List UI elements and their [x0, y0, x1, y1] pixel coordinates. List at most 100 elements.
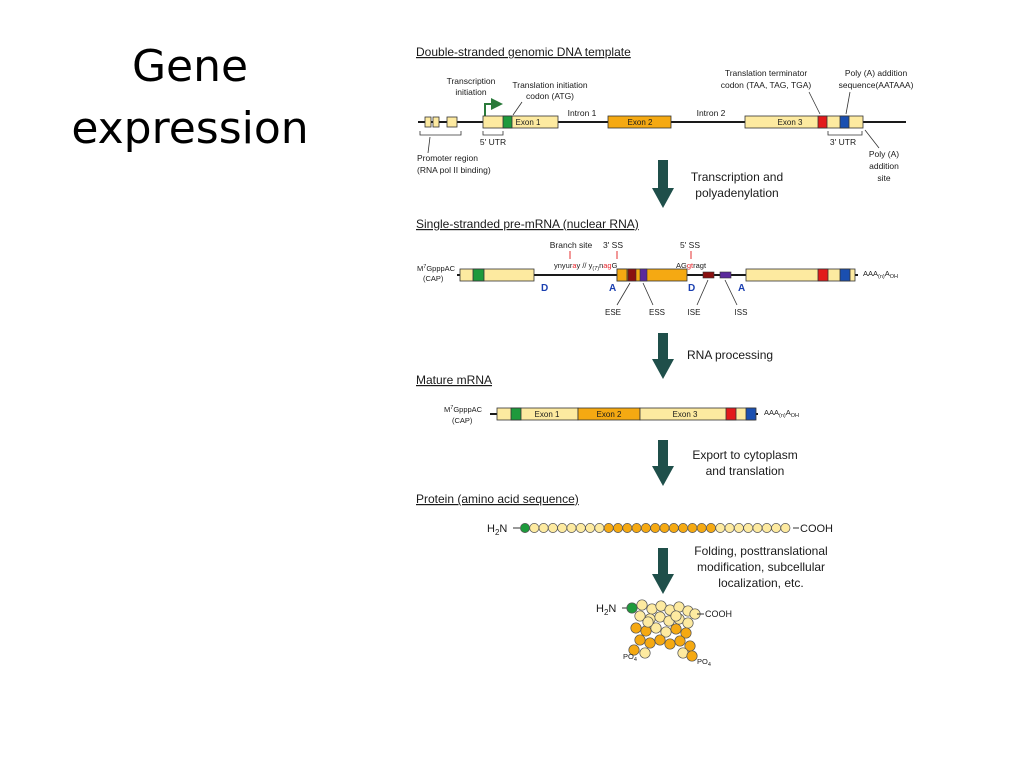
step-2-label: RNA processing: [687, 348, 773, 362]
mature-cap-label: (CAP): [452, 416, 473, 425]
step-3-label-2: and translation: [706, 464, 785, 478]
step-arrow-1-icon: [652, 160, 674, 208]
folded-residue: [650, 622, 662, 634]
folded-residue: [664, 638, 676, 650]
section-title-premrna: Single-stranded pre-mRNA (nuclear RNA): [416, 217, 639, 231]
amino-acid-residue: [743, 523, 754, 533]
promoter-box-1: [424, 116, 432, 128]
dna-exon-1: [482, 115, 559, 129]
n-terminal-residue: [520, 523, 530, 533]
label-5ss: 5' SS: [680, 240, 700, 250]
dna-stop-codon-box: [817, 115, 828, 129]
amino-acid-residue: [529, 523, 540, 533]
amino-acid-residue: [668, 523, 679, 533]
promoter-box-2: [432, 116, 440, 128]
folded-residue: [639, 647, 651, 659]
amino-acid-residue: [696, 523, 707, 533]
step-1-label-1: Transcription and: [691, 170, 783, 184]
dna-polya-signal-box: [839, 115, 850, 129]
transcription-start-arrow-icon: [484, 98, 503, 116]
folded-residue: [640, 625, 652, 637]
iss-box: [719, 271, 732, 279]
section-title-dna: Double-stranded genomic DNA template: [416, 45, 631, 59]
folded-protein: [626, 599, 701, 662]
pointer-polya-seq: [845, 91, 851, 115]
amino-acid-residue: [650, 523, 661, 533]
amino-acid-residue: [733, 523, 744, 533]
premrna-stop-box: [817, 268, 829, 282]
label-ise: ISE: [688, 308, 701, 317]
pointer-iss: [724, 279, 738, 306]
amino-acid-residue: [557, 523, 568, 533]
premrna-polya-box: [839, 268, 851, 282]
mature-exon-1-label: Exon 1: [535, 410, 560, 419]
amino-acid-residue: [547, 523, 558, 533]
step-1-label-2: polyadenylation: [695, 186, 778, 200]
acceptor-label-2: A: [738, 283, 745, 294]
amino-acid-residue: [706, 523, 716, 533]
label-utr3: 3' UTR: [830, 137, 856, 147]
ise-box: [702, 271, 715, 279]
mature-exon-3: [639, 407, 756, 421]
folded-residue: [630, 622, 642, 634]
folded-residue: [686, 650, 698, 662]
folded-residue: [670, 623, 682, 635]
label-polya-site-1: Poly (A): [869, 149, 899, 159]
amino-acid-residue: [715, 523, 726, 533]
label-iss: ISS: [735, 308, 748, 317]
amino-acid-residue: [659, 523, 670, 533]
folded-residue: [644, 637, 656, 649]
donor-label-2: D: [688, 283, 695, 294]
protein-h2n: H2N: [487, 523, 507, 537]
pointer-terminator: [808, 91, 821, 115]
label-utr5: 5' UTR: [480, 137, 506, 147]
section-title-mature: Mature mRNA: [416, 373, 492, 387]
amino-acid-residue: [724, 523, 735, 533]
premrna-polya-tail: AAA(n)AOH: [863, 269, 898, 280]
folded-po4-left: PO4: [623, 652, 637, 663]
amino-acid-residue: [780, 523, 791, 533]
slide-title: Gene expression: [40, 36, 340, 160]
premrna-exon-3: [745, 268, 856, 282]
label-transcription-initiation-2: initiation: [455, 87, 486, 97]
folded-residue: [628, 644, 640, 656]
amino-acid-residue: [603, 523, 614, 533]
label-polya-site-2: addition: [869, 161, 899, 171]
premrna-cap: M7GpppAC: [417, 264, 456, 273]
label-promoter-2: (RNA pol II binding): [417, 165, 491, 175]
mature-exon-3-label: Exon 3: [673, 410, 698, 419]
amino-acid-residue: [613, 523, 623, 533]
amino-acid-residue: [631, 523, 642, 533]
folded-residue: [634, 610, 646, 622]
folded-residue: [682, 617, 694, 629]
step-arrow-2-icon: [652, 333, 674, 379]
label-ess: ESS: [649, 308, 665, 317]
folded-n-terminal-residue: [626, 602, 638, 614]
mature-stop-box: [725, 407, 737, 421]
dna-exon-2: [607, 115, 672, 129]
label-translation-initiation-1: Translation initiation: [512, 80, 588, 90]
amino-acid-residue: [575, 523, 586, 533]
mature-polya-box: [745, 407, 757, 421]
premrna-exon-1: [459, 268, 535, 282]
section-title-protein: Protein (amino acid sequence): [416, 492, 579, 506]
step-3-label-1: Export to cytoplasm: [692, 448, 797, 462]
mature-cap: M7GpppAC: [444, 405, 483, 414]
pointer-promoter: [427, 136, 431, 154]
mature-polya-tail: AAA(n)AOH: [764, 408, 799, 419]
amino-acid-residue: [566, 523, 577, 533]
protein-cooh: COOH: [800, 523, 833, 535]
dna-exon-3-label: Exon 3: [778, 118, 803, 127]
label-transcription-initiation-1: Transcription: [447, 76, 496, 86]
label-branch-site: Branch site: [550, 240, 593, 250]
amino-acid-residue: [678, 523, 689, 533]
step-4-label-3: localization, etc.: [718, 576, 803, 590]
folded-residue: [670, 610, 682, 622]
donor-label-1: D: [541, 283, 548, 294]
folded-residue: [674, 635, 686, 647]
pointer-ese: [616, 282, 631, 306]
folded-residue: [634, 634, 646, 646]
folded-residue: [636, 599, 648, 611]
folded-residue: [660, 626, 672, 638]
